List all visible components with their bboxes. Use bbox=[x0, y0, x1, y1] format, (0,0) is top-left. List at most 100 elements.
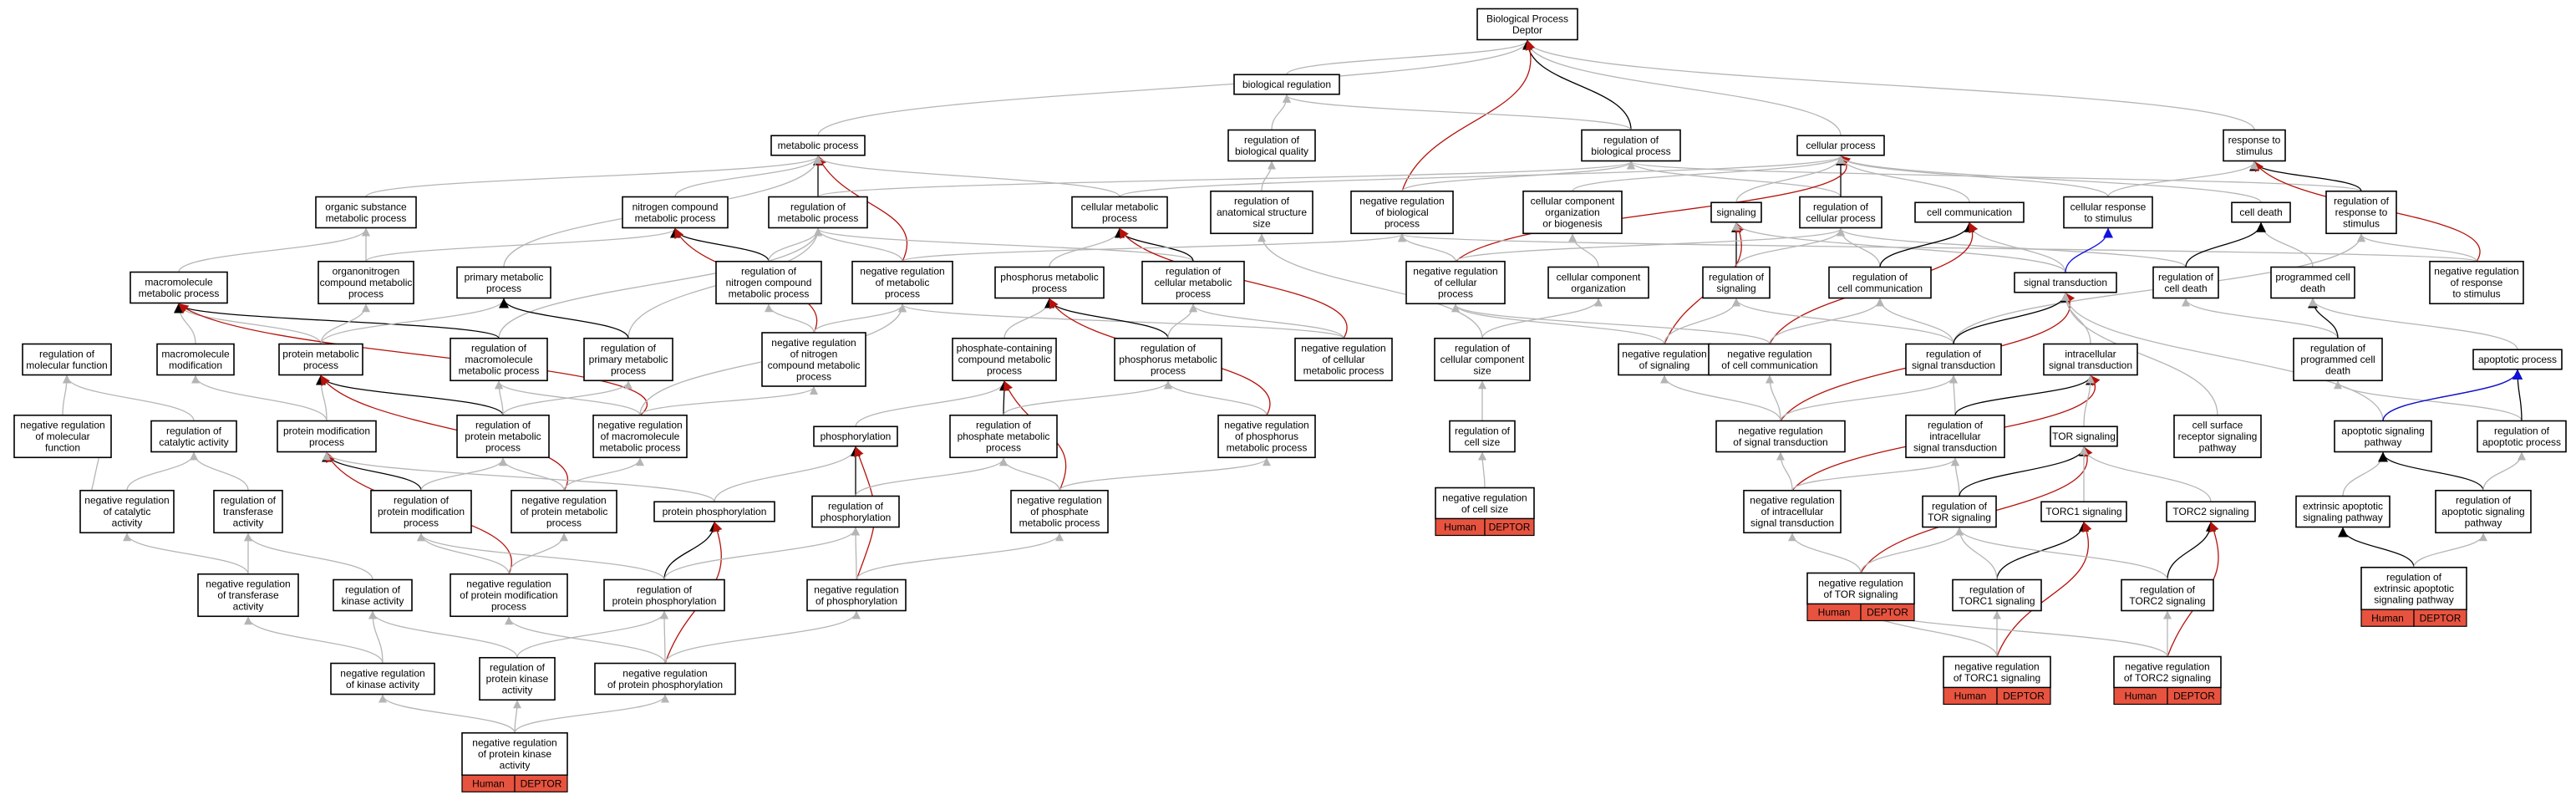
term-node-phosph[interactable]: phosphorylation bbox=[813, 425, 898, 447]
term-label: process bbox=[1151, 365, 1186, 377]
term-node-celldeath[interactable]: cell death bbox=[2231, 201, 2291, 223]
term-node-tor[interactable]: TOR signaling bbox=[2050, 425, 2118, 447]
term-node-metab[interactable]: metabolic process bbox=[770, 135, 866, 156]
term-node-torc1[interactable]: TORC1 signaling bbox=[2040, 501, 2127, 522]
edge-is-a-regphosphate-to-regphosmet bbox=[1003, 380, 1172, 416]
term-node-signaling[interactable]: signaling bbox=[1710, 201, 1762, 223]
term-node-cellproc[interactable]: cellular process bbox=[1796, 135, 1885, 156]
term-node-protphos[interactable]: protein phosphorylation bbox=[653, 501, 775, 522]
term-node-sigtrans[interactable]: signal transduction bbox=[2014, 272, 2117, 293]
term-node-cellcomm[interactable]: cell communication bbox=[1914, 201, 2025, 223]
edge-is-a-cellresp-to-cellproc bbox=[1837, 155, 2109, 197]
edge-is-a-torc2-to-tor bbox=[2080, 446, 2212, 502]
term-box bbox=[2435, 489, 2532, 534]
term-node-apop[interactable]: apoptotic process bbox=[2472, 349, 2563, 370]
term-node-bioreg[interactable]: biological regulation bbox=[1233, 74, 1340, 95]
term-node-torc2[interactable]: TORC2 signaling bbox=[2166, 501, 2256, 522]
